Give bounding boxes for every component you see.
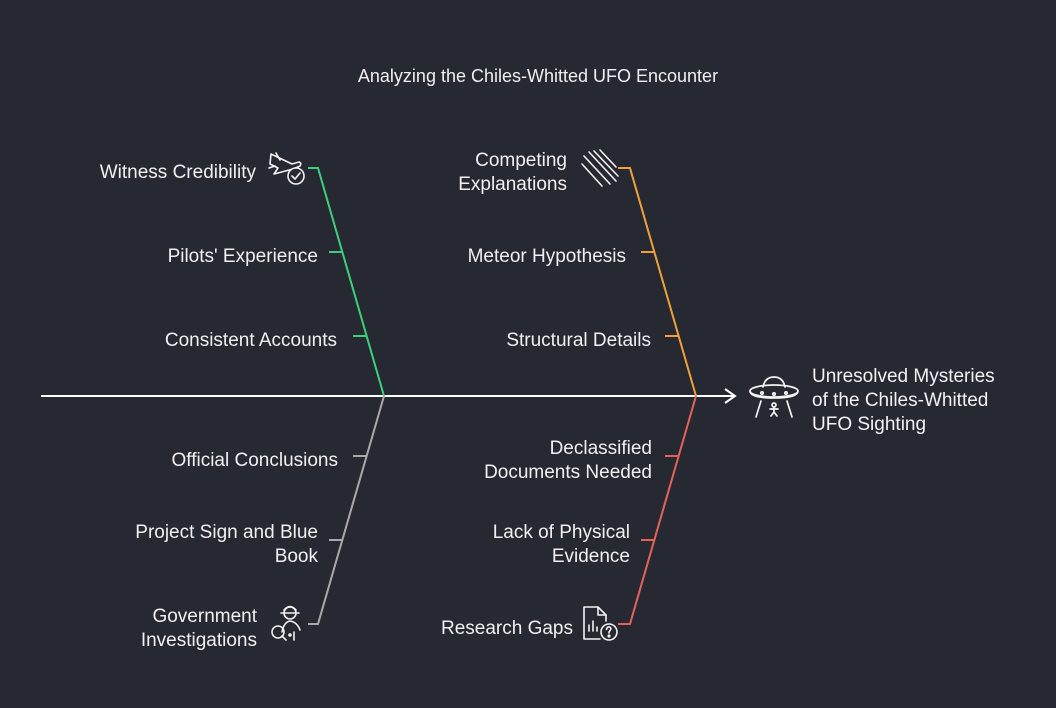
- spine-arrowhead: [724, 388, 737, 404]
- meteor-streaks-icon: [581, 149, 619, 187]
- bone-government-investigations: [308, 395, 385, 625]
- cause-structural-details: Structural Details: [506, 330, 651, 351]
- effect-line2: of the Chiles-Whitted: [812, 390, 989, 411]
- cause-lack-of-evidence-line2: Evidence: [551, 546, 630, 567]
- cause-project-sign-line1: Project Sign and Blue: [135, 522, 318, 543]
- ufo-icon: [749, 376, 799, 418]
- head-witness-credibility: Witness Credibility: [99, 162, 256, 183]
- cause-lack-of-evidence-line1: Lack of Physical: [492, 522, 630, 543]
- cause-declassified-line2: Documents Needed: [484, 462, 652, 483]
- head-government-investigations: Government Investigations: [141, 605, 257, 653]
- cause-lack-of-physical-evidence: Lack of Physical Evidence: [493, 521, 630, 569]
- effect-line1: Unresolved Mysteries: [812, 366, 995, 387]
- head-competing-explanations-line1: Competing: [475, 150, 567, 171]
- investigator-magnifier-icon: [271, 605, 301, 641]
- cause-consistent-accounts: Consistent Accounts: [164, 330, 337, 351]
- effect-line3: UFO Sighting: [812, 414, 927, 435]
- effect-label: Unresolved Mysteries of the Chiles-Whitt…: [812, 365, 995, 437]
- head-competing-explanations: Competing Explanations: [458, 149, 567, 197]
- cause-project-sign-blue-book: Project Sign and Blue Book: [135, 521, 318, 569]
- cause-declassified-documents: Declassified Documents Needed: [484, 437, 652, 485]
- airplane-check-icon: [268, 152, 305, 185]
- cause-declassified-line1: Declassified: [549, 438, 652, 459]
- bone-research-gaps: [618, 395, 697, 625]
- cause-official-conclusions: Official Conclusions: [171, 450, 338, 471]
- cause-project-sign-line2: Book: [274, 546, 318, 567]
- head-government-line2: Investigations: [140, 630, 257, 651]
- head-competing-explanations-line2: Explanations: [458, 174, 567, 195]
- document-question-icon: [583, 606, 618, 641]
- head-research-gaps: Research Gaps: [440, 618, 573, 639]
- cause-meteor-hypothesis: Meteor Hypothesis: [467, 246, 626, 267]
- diagram-title: Analyzing the Chiles-Whitted UFO Encount…: [357, 66, 719, 86]
- bone-witness-credibility: [308, 167, 385, 397]
- head-government-line1: Government: [152, 606, 257, 627]
- bone-competing-explanations: [618, 167, 697, 397]
- cause-pilots-experience: Pilots' Experience: [167, 246, 318, 267]
